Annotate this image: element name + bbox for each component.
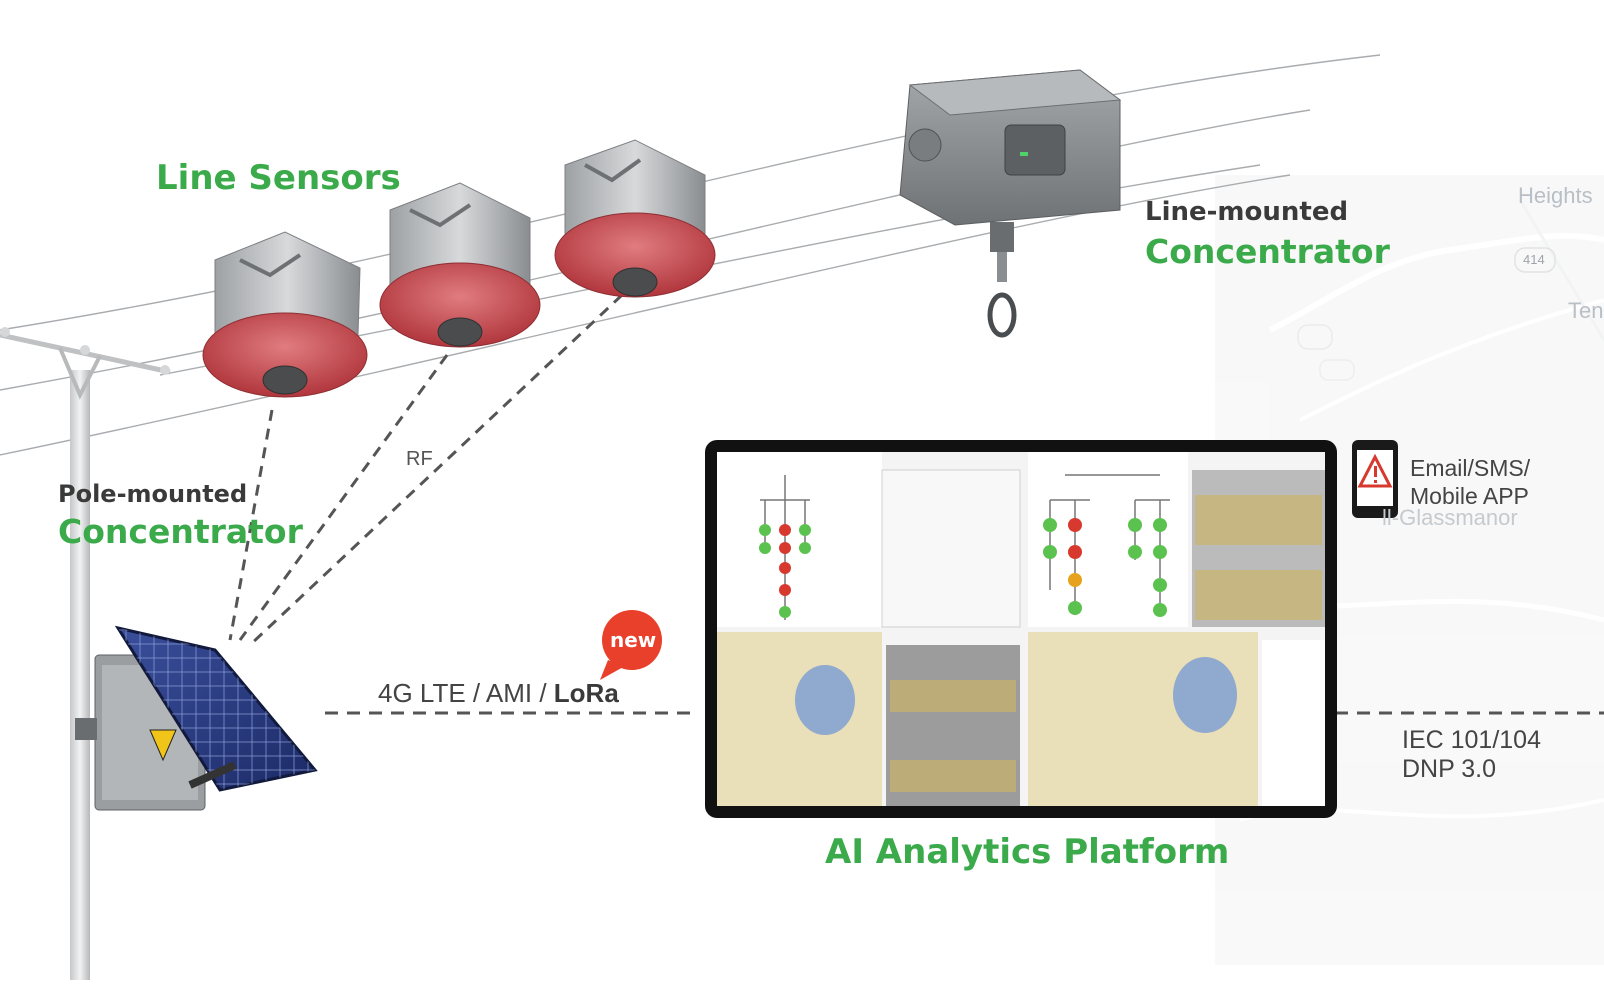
line-concentrator-label: Concentrator <box>1145 232 1390 271</box>
protocol-label-line2: DNP 3.0 <box>1402 755 1497 783</box>
line-mounted-label: Line-mounted <box>1145 197 1349 227</box>
line-mounted-concentrator <box>899 69 1122 338</box>
platform-label: AI Analytics Platform <box>825 832 1230 872</box>
map-label-ten: Ten <box>1568 298 1604 323</box>
new-badge-bubble <box>600 610 662 680</box>
comm-protocols-label: 4G LTE / AMI / LoRa <box>378 678 619 709</box>
pole-concentrator-label: Concentrator <box>58 512 303 551</box>
map-label-heights: Heights <box>1518 183 1593 208</box>
alerts-label-line1: Email/SMS/ <box>1410 455 1531 481</box>
map-label-glassmanor: ll-Glassmanor <box>1382 505 1518 530</box>
line-sensor-3 <box>554 139 716 298</box>
mobile-phone <box>1352 440 1398 518</box>
pole-mounted-concentrator <box>75 625 318 811</box>
line-sensor-1 <box>202 231 368 398</box>
rf-links <box>228 293 624 647</box>
line-sensors-label: Line Sensors <box>156 158 401 198</box>
pole-mounted-label: Pole-mounted <box>58 480 248 508</box>
rf-label: RF <box>406 448 433 470</box>
new-badge: new <box>610 628 657 652</box>
map-label-route: 414 <box>1523 252 1545 267</box>
protocol-label-line1: IEC 101/104 <box>1402 726 1541 754</box>
analytics-monitor <box>705 440 1337 818</box>
alerts-label-line2: Mobile APP <box>1410 483 1529 509</box>
comm-prefix: 4G LTE / AMI / <box>378 678 554 708</box>
utility-pole <box>0 327 171 980</box>
line-sensor-2 <box>379 182 541 348</box>
comm-lora: LoRa <box>553 678 619 708</box>
